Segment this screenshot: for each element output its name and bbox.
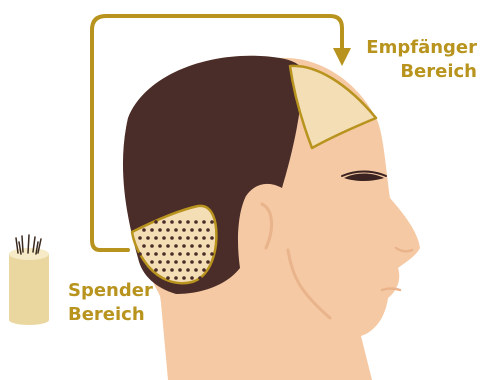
follicle-dot xyxy=(170,252,174,256)
follicle-dot xyxy=(182,276,186,280)
follicle-dot xyxy=(142,228,146,232)
follicle-dot xyxy=(170,236,174,240)
follicle-dot xyxy=(154,220,158,224)
recipient-label-line-2: Bereich xyxy=(366,60,477,84)
follicle-dot xyxy=(182,228,186,232)
hair-graft-icon xyxy=(9,235,49,325)
follicle-dot xyxy=(190,228,194,232)
follicle-dot xyxy=(142,244,146,248)
follicle-dot xyxy=(170,268,174,272)
follicle-dot xyxy=(186,252,190,256)
donor-area-label: Spender Bereich xyxy=(68,279,153,327)
donor-label-line-2: Bereich xyxy=(68,303,153,327)
follicle-dot xyxy=(202,252,206,256)
follicle-dot xyxy=(174,244,178,248)
follicle-dot xyxy=(166,228,170,232)
follicle-dot xyxy=(186,268,190,272)
recipient-area-label: Empfänger Bereich xyxy=(366,36,477,84)
follicle-dot xyxy=(210,220,214,224)
follicle-dot xyxy=(146,236,150,240)
follicle-dot xyxy=(190,244,194,248)
follicle-dot xyxy=(206,228,210,232)
follicle-dot xyxy=(154,268,158,272)
follicle-dot xyxy=(178,252,182,256)
follicle-dot xyxy=(178,268,182,272)
follicle-dot xyxy=(198,260,202,264)
follicle-dot xyxy=(190,260,194,264)
follicle-dot xyxy=(146,252,150,256)
follicle-dot xyxy=(150,244,154,248)
follicle-dot xyxy=(210,252,214,256)
follicle-dot xyxy=(198,228,202,232)
follicle-dot xyxy=(162,236,166,240)
follicle-dot xyxy=(150,260,154,264)
follicle-dot xyxy=(158,260,162,264)
follicle-dot xyxy=(170,220,174,224)
follicle-dot xyxy=(210,236,214,240)
follicle-dot xyxy=(154,252,158,256)
follicle-dot xyxy=(166,260,170,264)
follicle-dot xyxy=(186,220,190,224)
follicle-dot xyxy=(198,276,202,280)
follicle-dot xyxy=(158,244,162,248)
recipient-label-line-1: Empfänger xyxy=(366,36,477,60)
follicle-dot xyxy=(194,236,198,240)
follicle-dot xyxy=(174,276,178,280)
follicle-dot xyxy=(178,236,182,240)
follicle-dot xyxy=(174,260,178,264)
follicle-dot xyxy=(162,220,166,224)
follicle-dot xyxy=(190,276,194,280)
donor-label-line-1: Spender xyxy=(68,279,153,303)
follicle-dot xyxy=(162,268,166,272)
follicle-dot xyxy=(206,244,210,248)
follicle-dot xyxy=(202,236,206,240)
follicle-dot xyxy=(198,244,202,248)
follicle-dot xyxy=(158,228,162,232)
follicle-dot xyxy=(206,260,210,264)
follicle-dot xyxy=(182,260,186,264)
follicle-dot xyxy=(202,220,206,224)
follicle-dot xyxy=(166,244,170,248)
follicle-dot xyxy=(194,268,198,272)
follicle-dot xyxy=(186,236,190,240)
follicle-dot xyxy=(166,276,170,280)
follicle-dot xyxy=(174,228,178,232)
follicle-dot xyxy=(138,236,142,240)
follicle-dot xyxy=(202,268,206,272)
follicle-dot xyxy=(162,252,166,256)
follicle-dot xyxy=(138,252,142,256)
follicle-dot xyxy=(178,220,182,224)
follicle-dot xyxy=(182,244,186,248)
follicle-dot xyxy=(194,252,198,256)
follicle-dot xyxy=(194,220,198,224)
follicle-dot xyxy=(150,228,154,232)
follicle-dot xyxy=(154,236,158,240)
